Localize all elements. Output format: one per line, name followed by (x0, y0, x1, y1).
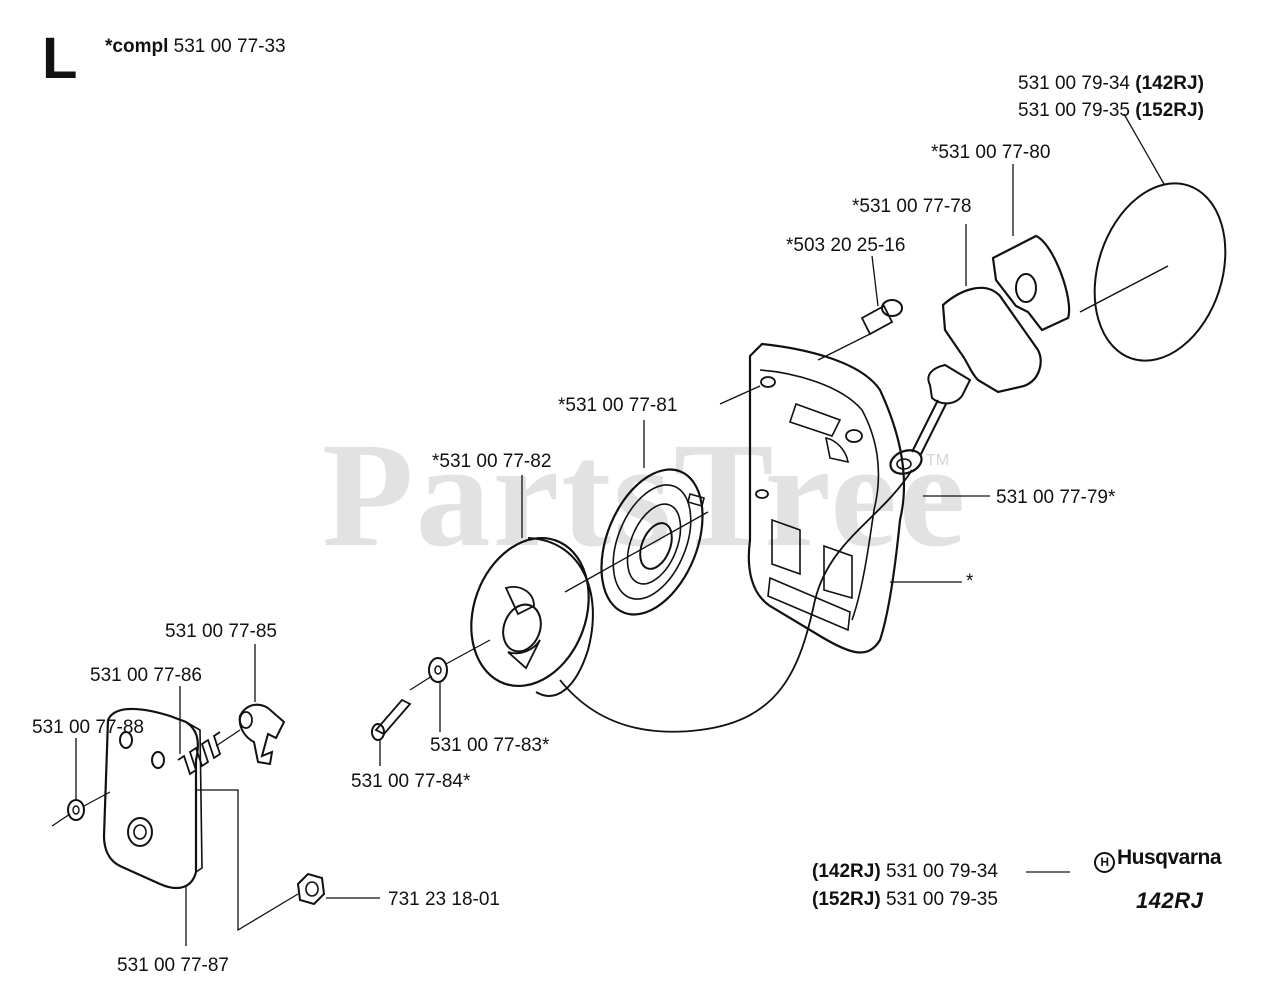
label-handle-grip: *531 00 77-80 (931, 142, 1051, 163)
pulley-washer (428, 657, 448, 683)
label-screw: 531 00 77-84* (351, 771, 471, 792)
kit-prefix: *compl (105, 36, 169, 57)
part-number: 531 00 79-35 (1018, 100, 1130, 121)
pawl-spring (177, 731, 222, 776)
recoil-spring (600, 468, 705, 616)
label-pawl: 531 00 77-85 (165, 621, 277, 642)
watermark-tm: TM (926, 452, 950, 469)
label-washer: 531 00 77-83* (430, 735, 550, 756)
decal-oval (1093, 182, 1227, 362)
pawl (238, 703, 286, 766)
kit-part-number: 531 00 77-33 (173, 36, 286, 57)
starter-handle (911, 234, 1071, 457)
model-name: 142RJ (1136, 888, 1204, 913)
label-bolt: *503 20 25-16 (786, 235, 906, 256)
husqvarna-crown-icon: H (1094, 852, 1115, 873)
label-decal-142: 531 00 79-34 (142RJ) (1018, 74, 1204, 93)
legend-row-142: (142RJ) 531 00 79-34 (812, 862, 998, 881)
label-housing: * (966, 571, 974, 592)
pawl-cover (102, 707, 203, 890)
label-handle: *531 00 77-78 (852, 196, 972, 217)
label-nut: 731 23 18-01 (388, 889, 500, 910)
legend-model: (152RJ) (812, 889, 881, 910)
label-spring: *531 00 77-81 (558, 395, 678, 416)
label-cover: 531 00 77-87 (117, 955, 229, 976)
label-small-washer: 531 00 77-88 (32, 717, 144, 738)
section-letter: L (42, 26, 78, 91)
bolt-top (860, 299, 903, 336)
label-pawl-spring: 531 00 77-86 (90, 665, 202, 686)
small-washer (67, 799, 85, 821)
starter-housing (747, 342, 906, 654)
label-decal-152: 531 00 79-35 (152RJ) (1018, 101, 1204, 120)
model-tag: (142RJ) (1135, 73, 1204, 94)
starter-rope (559, 469, 913, 733)
brand-name: Husqvarna (1117, 846, 1222, 869)
rope-pulley (470, 536, 594, 697)
label-rope-guide: 531 00 77-79* (996, 487, 1116, 508)
legend-part: 531 00 79-35 (885, 889, 998, 910)
nut (296, 872, 326, 906)
legend-model: (142RJ) (812, 861, 881, 882)
label-pulley: *531 00 77-82 (432, 451, 552, 472)
pulley-screw (371, 698, 412, 741)
model-tag: (152RJ) (1135, 100, 1204, 121)
kit-label: *compl 531 00 77-33 (105, 37, 286, 56)
legend-row-152: (152RJ) 531 00 79-35 (812, 890, 998, 909)
rope-guide (889, 449, 923, 475)
legend-part: 531 00 79-34 (885, 861, 998, 882)
part-number: 531 00 79-34 (1018, 73, 1130, 94)
